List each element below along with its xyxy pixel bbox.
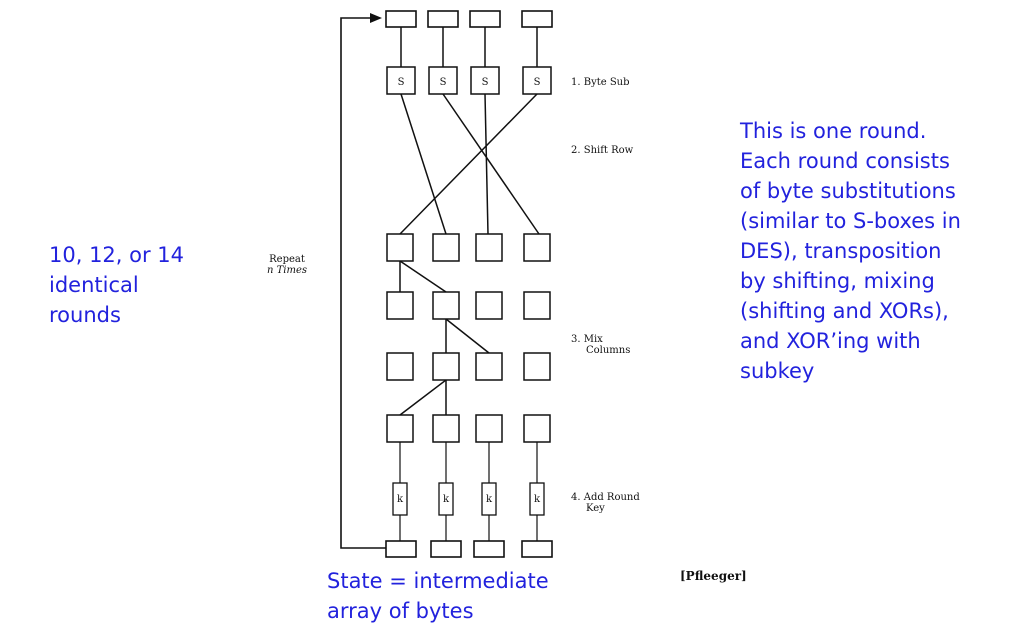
bottom-state-row: [385, 540, 553, 558]
key-labels: k k k k: [397, 494, 541, 505]
mix-lines: [399, 260, 490, 416]
bottom-note-line: array of bytes: [327, 599, 474, 623]
top-state-row: [385, 10, 553, 28]
right-note: This is one round. Each round consists o…: [740, 116, 961, 386]
state-byte: [469, 10, 501, 28]
s-box: [470, 66, 500, 95]
key-box: [481, 482, 497, 516]
right-note-line: subkey: [740, 359, 815, 383]
s-box-label: S: [482, 77, 489, 88]
key-label: k: [397, 494, 404, 505]
s-box: [428, 66, 458, 95]
key-label: k: [486, 494, 493, 505]
left-note-line: 10, 12, or 14: [49, 243, 185, 267]
repeat-loop-arrow: [340, 13, 388, 549]
key-label: k: [534, 494, 541, 505]
state-byte: [521, 540, 553, 558]
s-box: [386, 66, 416, 95]
s-box-row: [386, 66, 552, 95]
right-note-line: (similar to S-boxes in: [740, 209, 961, 233]
step-mix-columns-2: Columns: [586, 345, 630, 356]
state-byte: [385, 540, 417, 558]
right-note-line: This is one round.: [740, 119, 927, 143]
key-box: [529, 482, 545, 516]
key-box: [438, 482, 454, 516]
state-byte: [427, 10, 459, 28]
left-note-line: rounds: [49, 303, 121, 327]
s-box-labels: S S S S: [398, 77, 541, 88]
s-box-label: S: [398, 77, 405, 88]
s-box-label: S: [534, 77, 541, 88]
step-add-round-key-1: 4. Add Round: [571, 492, 640, 503]
step-shift-row: 2. Shift Row: [571, 145, 634, 156]
right-note-line: and XOR’ing with: [740, 329, 921, 353]
s-box-label: S: [440, 77, 447, 88]
mix-columns-grid: [386, 233, 551, 443]
bottom-note: State = intermediate array of bytes: [327, 566, 549, 626]
shift-row-lines: [399, 93, 540, 235]
round-key-row: [392, 482, 545, 516]
left-note: 10, 12, or 14 identical rounds: [49, 240, 184, 330]
state-byte: [430, 540, 462, 558]
state-byte: [385, 10, 417, 28]
repeat-label-2: n Times: [267, 265, 307, 276]
right-note-line: DES), transposition: [740, 239, 942, 263]
step-mix-columns-1: 3. Mix: [571, 334, 603, 345]
step-byte-sub: 1. Byte Sub: [571, 77, 630, 88]
key-box: [392, 482, 408, 516]
citation: [Pfleeger]: [680, 569, 747, 583]
step-add-round-key-2: Key: [586, 503, 605, 514]
s-box: [522, 66, 552, 95]
state-byte: [473, 540, 505, 558]
right-note-line: of byte substitutions: [740, 179, 956, 203]
right-note-line: (shifting and XORs),: [740, 299, 949, 323]
repeat-label-1: Repeat: [269, 254, 305, 265]
state-byte: [521, 10, 553, 28]
right-note-line: Each round consists: [740, 149, 950, 173]
key-label: k: [443, 494, 450, 505]
right-note-line: by shifting, mixing: [740, 269, 935, 293]
bottom-note-line: State = intermediate: [327, 569, 549, 593]
left-note-line: identical: [49, 273, 139, 297]
